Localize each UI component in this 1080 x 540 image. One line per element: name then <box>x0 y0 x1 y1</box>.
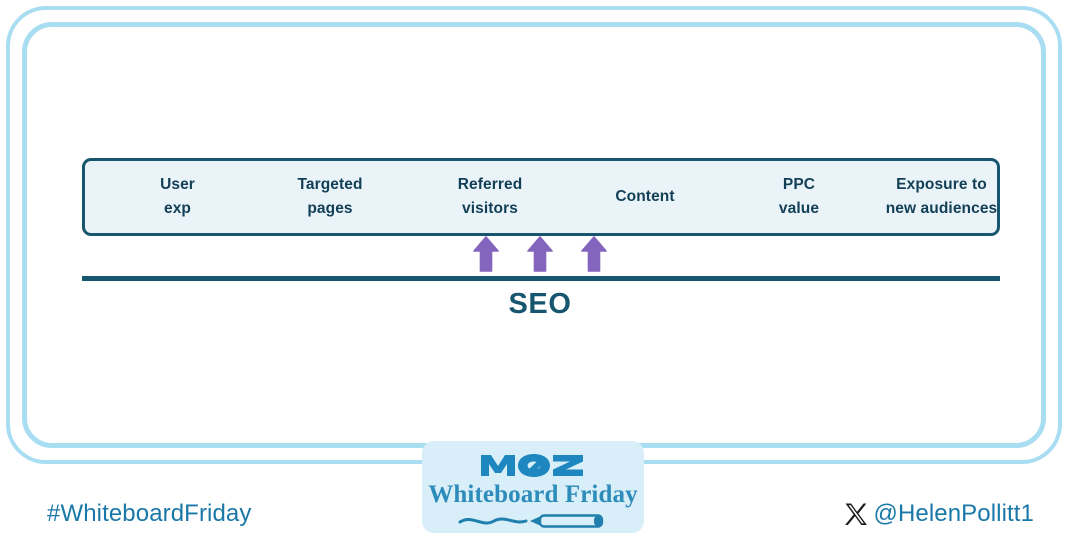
moz-logo <box>422 450 644 485</box>
benefit-item-content: Content <box>570 185 720 209</box>
hashtag-whiteboard-friday: #WhiteboardFriday <box>47 500 252 527</box>
benefit-item-targeted-pages: Targeted pages <box>250 173 410 221</box>
up-arrow-icon <box>581 236 607 272</box>
benefit-item-referred-visitors: Referred visitors <box>410 173 570 221</box>
marker-pen-doodle-icon <box>458 511 608 531</box>
benefit-label-line2: exp <box>163 200 191 217</box>
moz-series-label: Whiteboard Friday <box>428 481 638 508</box>
benefit-label-line2: new audiences <box>885 200 998 217</box>
benefit-label-line1: PPC <box>782 175 816 193</box>
moz-whiteboard-friday-badge: Whiteboard Friday <box>422 441 644 533</box>
benefit-label-line1: Targeted <box>297 175 363 193</box>
benefit-label-line2: visitors <box>462 200 518 217</box>
up-arrow-icon <box>527 236 553 272</box>
x-twitter-icon <box>845 503 868 525</box>
benefit-label-line1: Exposure to <box>896 175 987 193</box>
seo-baseline <box>82 276 1000 281</box>
benefit-item-ppc-value: PPC value <box>734 173 864 221</box>
benefit-label-line2: value <box>778 200 820 217</box>
social-handle: @HelenPollitt1 <box>844 500 1034 528</box>
social-handle-text: @HelenPollitt1 <box>873 500 1034 527</box>
seo-benefits-box: User exp Targeted pages Referred visitor… <box>82 158 1000 236</box>
benefit-label-line1: User <box>160 175 195 193</box>
benefit-label-line2: pages <box>307 200 353 217</box>
benefit-item-exposure-new-audiences: Exposure to new audiences <box>864 173 1019 221</box>
benefit-label-line1: Referred <box>457 175 523 193</box>
seo-label: SEO <box>508 288 572 320</box>
benefit-label-line1: Content <box>615 187 675 205</box>
benefit-item-user-exp: User exp <box>105 173 250 221</box>
up-arrow-icon <box>473 236 499 272</box>
